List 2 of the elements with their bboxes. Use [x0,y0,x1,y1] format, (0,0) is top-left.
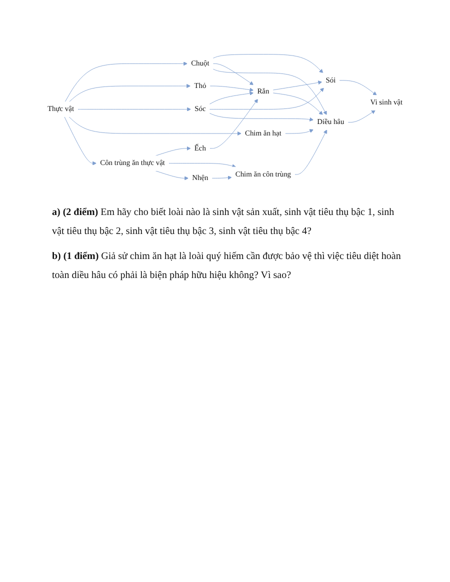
question-text: a) (2 điểm) Em hãy cho biết loài nào là sinh vật sản xuất, sinh vật tiêu thụ bậc 1, sinh vật tiêu thụ bậc 2, sinh vật tiêu thụ bậc 3, sinh vật tiêu thụ bậc 4? [52,206,396,239]
question-text: b) (1 điểm) Giả sử chim ăn hạt là loài quý hiếm cần được bảo vệ thì việc tiêu diệt hoàn toàn diều hâu có phải là biện pháp hữu hiệu không? Vì sao? [52,250,402,283]
